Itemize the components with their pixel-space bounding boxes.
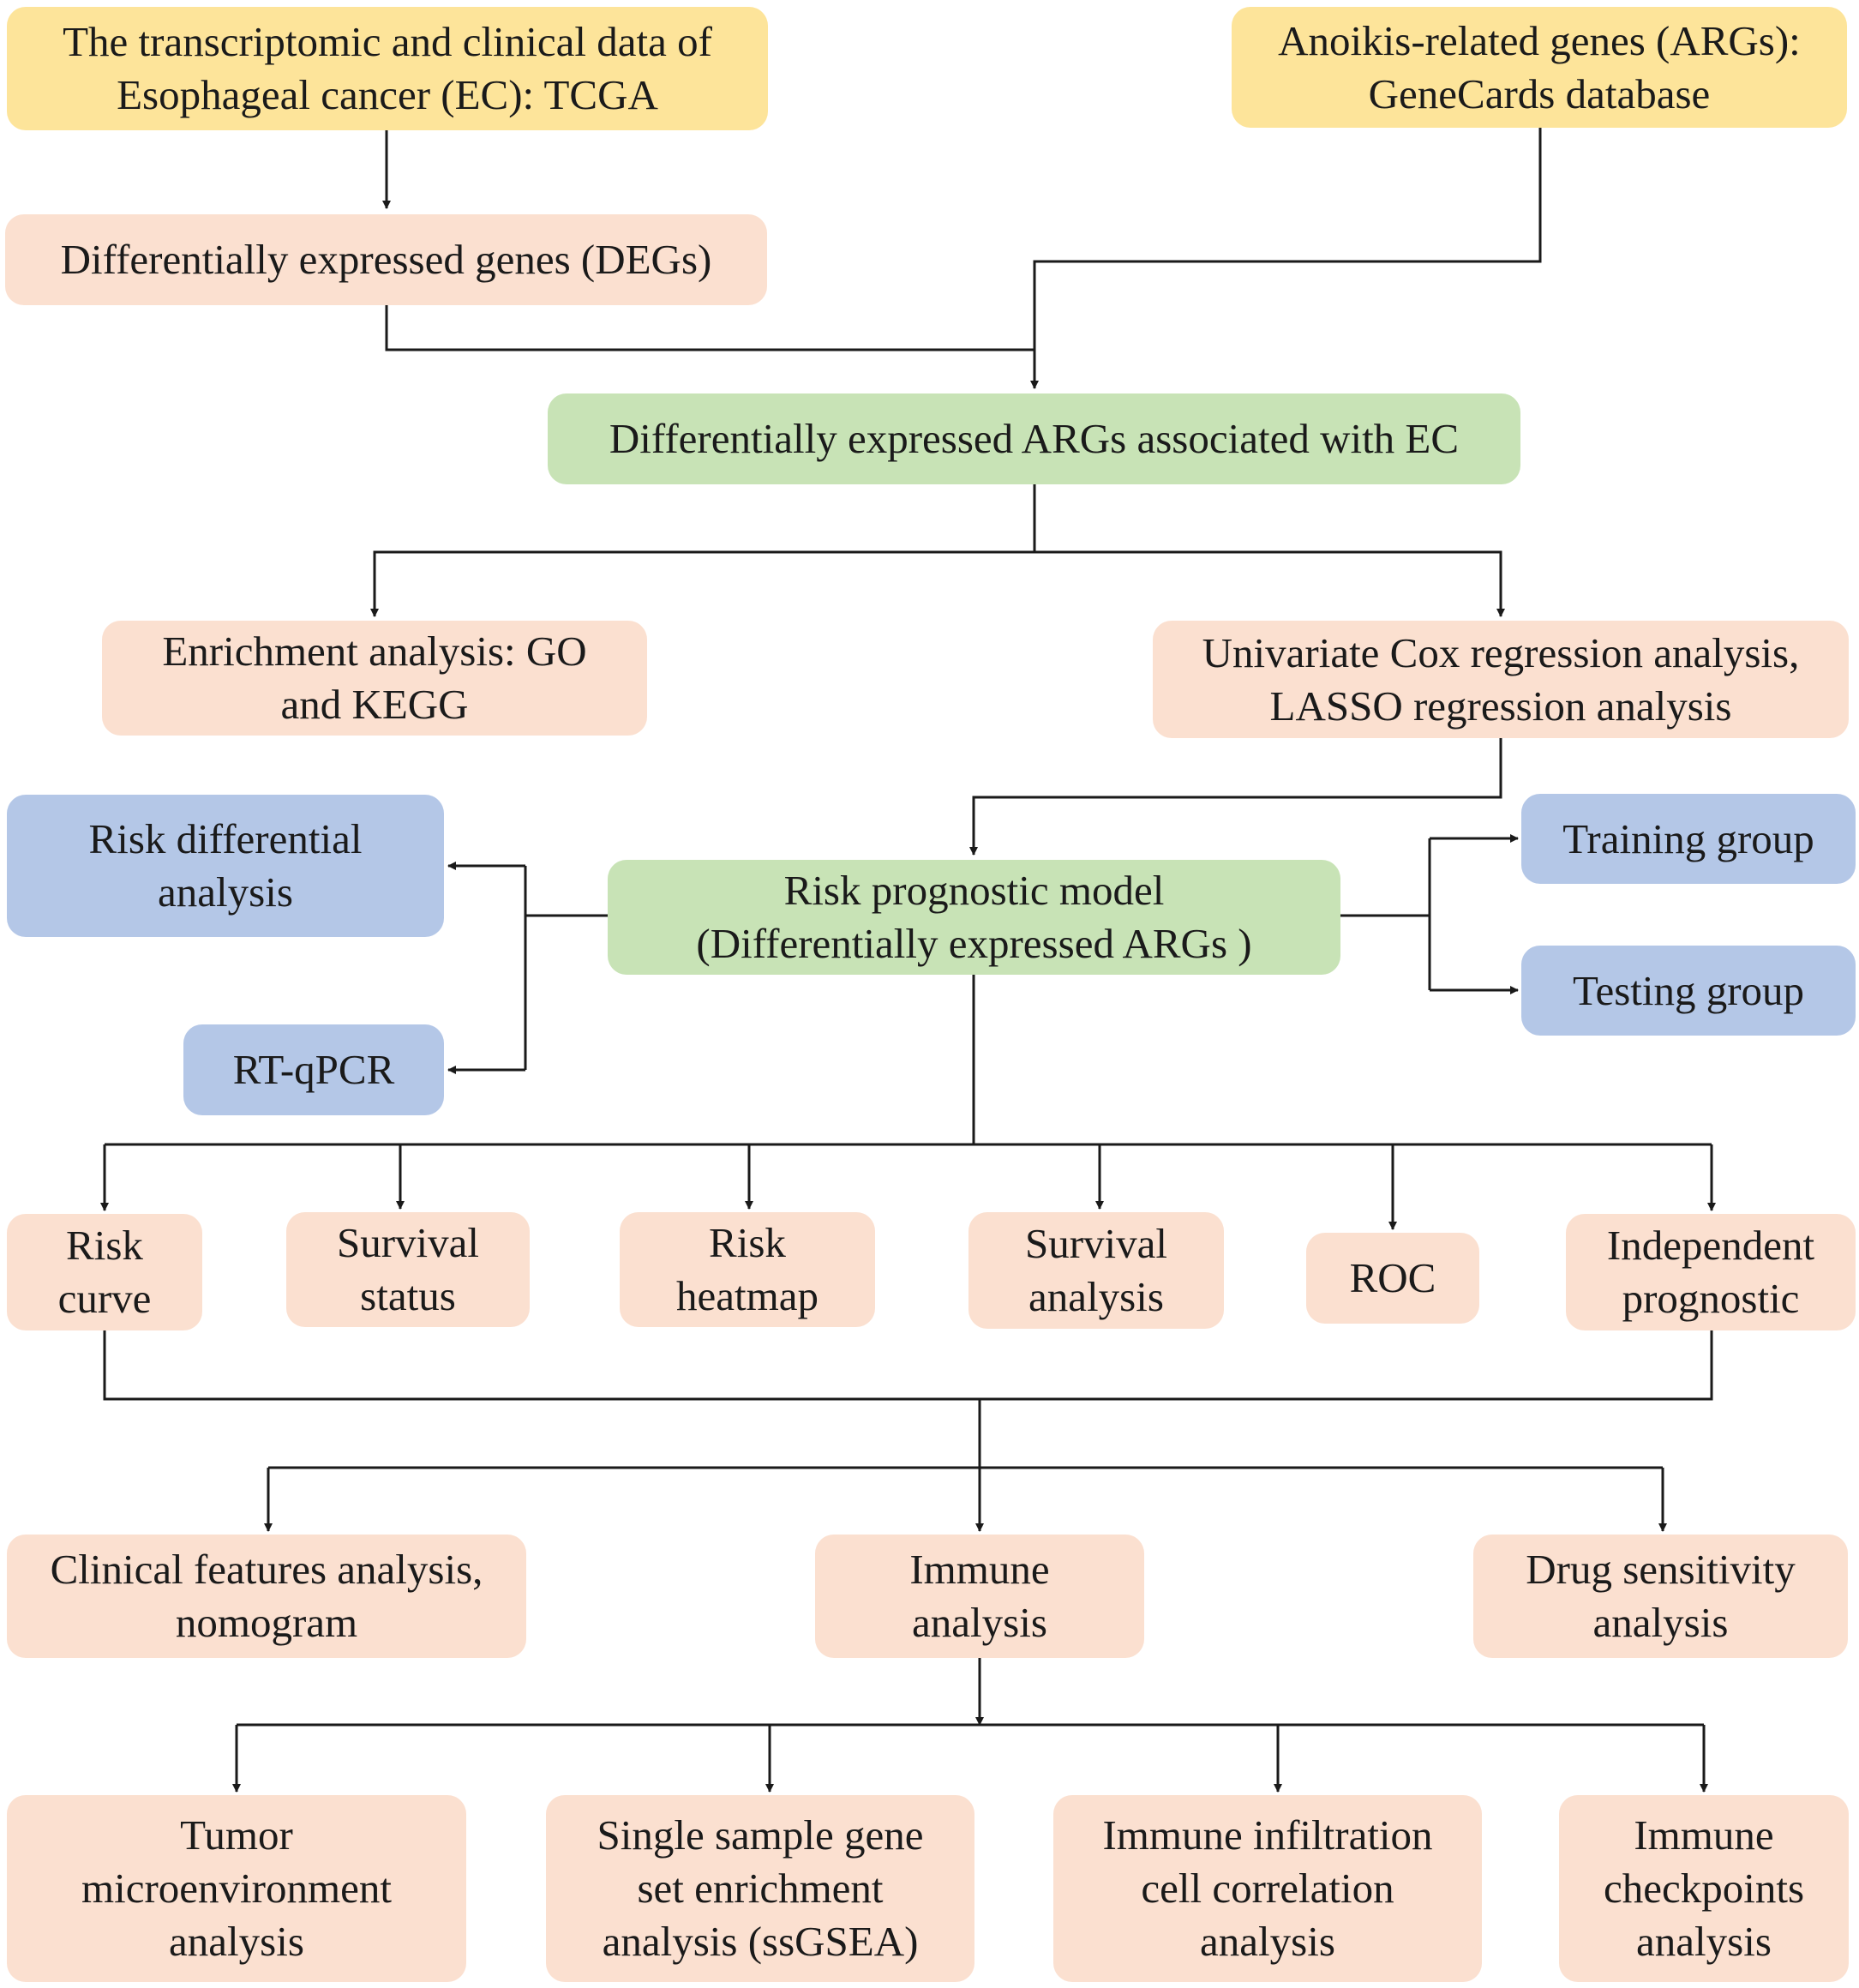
line-args-merge (1033, 128, 1542, 350)
line-degs-merge (385, 305, 1034, 351)
survival-analysis-box: Survival analysis (968, 1212, 1224, 1329)
arrow-cox-model (969, 738, 1502, 856)
training-group-box: Training group (1521, 794, 1856, 884)
immune-analysis-box: Immune analysis (815, 1535, 1144, 1658)
line-six-merge (103, 1330, 1713, 1401)
enrichment-analysis-box: Enrichment analysis: GO and KEGG (102, 621, 647, 736)
risk-curve-box: Risk curve (7, 1214, 202, 1330)
clinical-features-box: Clinical features analysis, nomogram (7, 1535, 526, 1658)
degs-box: Differentially expressed genes (DEGs) (5, 214, 767, 305)
risk-prognostic-model-box: Risk prognostic model (Differentially ex… (608, 860, 1340, 975)
risk-heatmap-box: Risk heatmap (620, 1212, 875, 1327)
tcga-data-box: The transcriptomic and clinical data of … (7, 7, 768, 130)
ssgsea-box: Single sample gene set enrichment analys… (546, 1795, 974, 1982)
args-genecards-box: Anoikis-related genes (ARGs): GeneCards … (1232, 7, 1847, 128)
arrow-split-enrichment (373, 550, 1505, 617)
tumor-microenvironment-box: Tumor microenvironment analysis (7, 1795, 466, 1982)
drug-sensitivity-box: Drug sensitivity analysis (1473, 1535, 1848, 1658)
testing-group-box: Testing group (1521, 946, 1856, 1036)
differential-args-box: Differentially expressed ARGs associated… (548, 393, 1520, 484)
roc-box: ROC (1306, 1233, 1479, 1324)
risk-differential-box: Risk differential analysis (7, 795, 444, 937)
rtqpcr-box: RT-qPCR (183, 1024, 444, 1115)
cox-lasso-box: Univariate Cox regression analysis, LASS… (1153, 621, 1849, 738)
independent-prognostic-box: Independent prognostic (1566, 1214, 1856, 1330)
survival-status-box: Survival status (286, 1212, 530, 1327)
immune-checkpoints-box: Immune checkpoints analysis (1559, 1795, 1849, 1982)
immune-infiltration-box: Immune infiltration cell correlation ana… (1053, 1795, 1482, 1982)
